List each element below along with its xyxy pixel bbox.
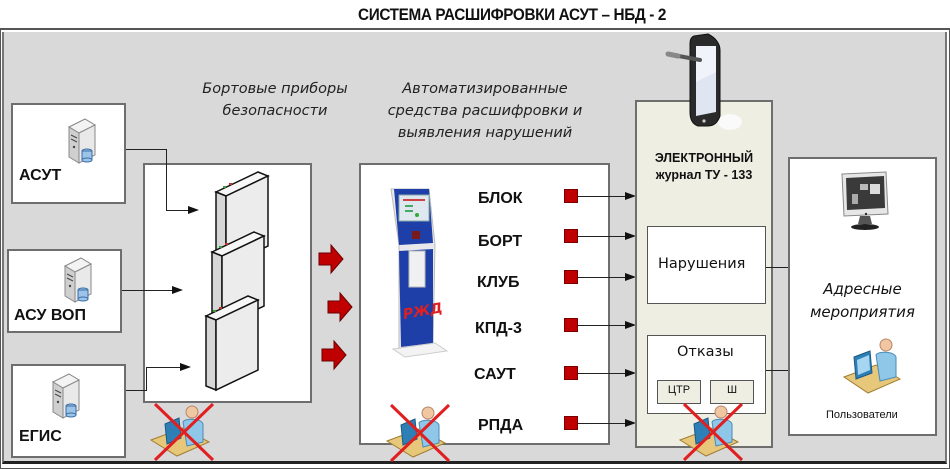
protocol-connector: [578, 236, 625, 237]
addressed-measures-line2: мероприятия: [810, 303, 915, 321]
monitor-icon: [841, 171, 889, 230]
output-marker: [564, 318, 578, 332]
arrowhead-icon: [625, 321, 636, 329]
onboard-devices-icon: [204, 171, 270, 392]
output-marker: [564, 270, 578, 284]
source-label-asu-vop: АСУ ВОП: [14, 307, 86, 324]
connector-asut: [126, 149, 167, 150]
diagram-title: СИСТЕМА РАСШИФРОВКИ АСУТ – НБД - 2: [358, 5, 667, 24]
decoding-tools-heading-line2: средства расшифровки и: [387, 103, 583, 119]
protocol-label: САУТ: [474, 366, 516, 383]
journal-title-line2: журнал ТУ - 133: [655, 168, 753, 182]
crossed-operator-icon: [149, 402, 215, 462]
arrowhead-icon: [625, 192, 636, 200]
protocol-connector: [578, 325, 625, 326]
arrowhead-icon: [625, 419, 636, 427]
arrowhead-icon: [625, 369, 636, 377]
protocol-connector: [578, 277, 625, 278]
output-marker: [564, 366, 578, 380]
arrowhead-icon: [625, 232, 636, 240]
protocol-connector: [578, 423, 625, 424]
server-database-icon: [67, 118, 97, 164]
protocol-label: РПДА: [478, 417, 524, 434]
arrowhead-icon: [172, 286, 183, 294]
protocol-label: БЛОК: [478, 190, 523, 207]
violations-label: Нарушения: [658, 256, 746, 272]
connector-asu-vop: [122, 290, 172, 291]
users-label: Пользователи: [826, 409, 898, 421]
decoding-tools-heading-line3: выявления нарушений: [397, 125, 573, 141]
journal-title-line1: ЭЛЕКТРОННЫЙ: [654, 151, 754, 165]
connector-egis-vertical: [146, 367, 147, 391]
source-box-asut: АСУТ: [11, 103, 126, 204]
protocol-label: КПД-3: [475, 320, 522, 337]
protocol-connector: [578, 196, 625, 197]
addressed-measures-heading: Адресные мероприятия: [788, 278, 937, 324]
kiosk-terminal-icon: РЖД: [390, 188, 449, 358]
output-marker: [564, 229, 578, 243]
server-database-icon: [63, 257, 93, 303]
source-box-egis: ЕГИС: [11, 364, 126, 458]
device-unit-3: [204, 295, 260, 392]
arrowhead-icon: [188, 206, 199, 214]
connector-egis-horizontal: [146, 367, 180, 368]
arrowhead-icon: [625, 273, 636, 281]
server-database-icon: [51, 373, 81, 419]
failure-type-sh: Ш: [710, 380, 754, 404]
decoding-tools-heading-line1: Автоматизированные: [402, 81, 568, 97]
connector-egis: [126, 390, 146, 391]
onboard-devices-heading-line1: Бортовые приборы: [202, 81, 348, 97]
red-arrow-icon: [318, 243, 344, 275]
source-label-asut: АСУТ: [19, 167, 62, 184]
output-marker: [564, 416, 578, 430]
addressed-measures-line1: Адресные: [823, 280, 902, 298]
onboard-devices-heading: Бортовые приборы безопасности: [180, 78, 370, 122]
decoding-tools-heading: Автоматизированные средства расшифровки …: [360, 78, 610, 144]
source-box-asu-vop: АСУ ВОП: [7, 249, 122, 333]
arrowhead-icon: [180, 363, 191, 371]
title-bar: СИСТЕМА РАСШИФРОВКИ АСУТ – НБД - 2: [0, 0, 950, 30]
crossed-operator-icon: [678, 402, 744, 462]
connector-asut-vertical: [166, 149, 167, 211]
violations-box: Нарушения: [647, 226, 766, 304]
journal-title: ЭЛЕКТРОННЫЙ журнал ТУ - 133: [635, 150, 773, 184]
failure-type-ctr: ЦТР: [657, 380, 701, 404]
output-marker: [564, 189, 578, 203]
protocol-connector: [578, 373, 625, 374]
failures-box: Отказы ЦТР Ш: [647, 335, 766, 414]
source-label-egis: ЕГИС: [19, 428, 62, 445]
red-arrow-icon: [321, 339, 347, 371]
user-workstation-icon: [842, 338, 902, 394]
svg-text:РЖД: РЖД: [402, 300, 444, 323]
connector-asut-horizontal: [166, 210, 188, 211]
protocol-label: БОРТ: [478, 233, 523, 250]
onboard-devices-heading-line2: безопасности: [222, 103, 328, 119]
crossed-operator-icon: [385, 403, 451, 463]
failures-label: Отказы: [677, 344, 734, 360]
protocol-label: КЛУБ: [477, 274, 520, 291]
tablet-stylus-icon: [665, 33, 742, 130]
red-arrow-icon: [327, 291, 353, 323]
